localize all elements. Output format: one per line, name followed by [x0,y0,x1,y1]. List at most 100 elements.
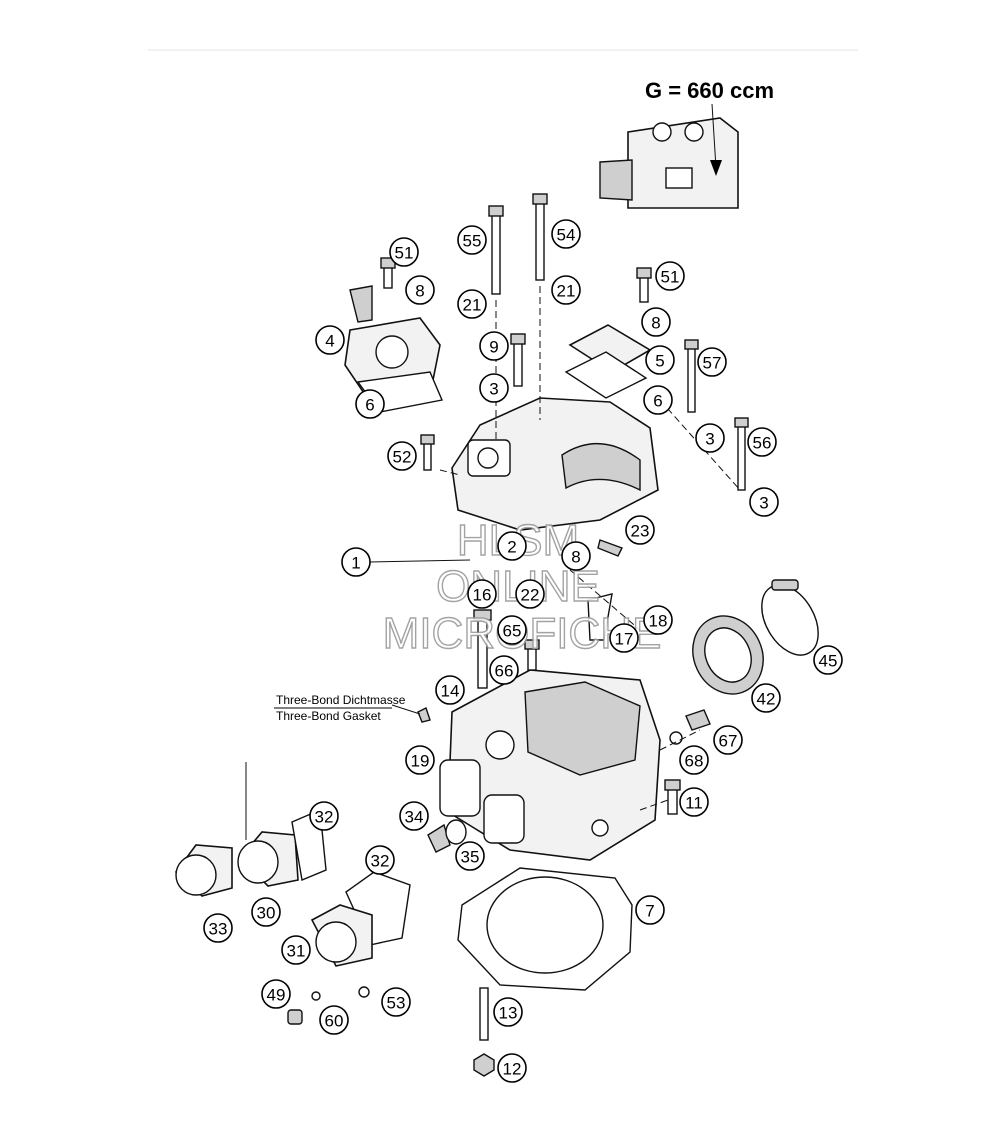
callout-c49: 49 [261,979,291,1009]
callout-circle [479,373,509,403]
callout-c3c: 3 [749,487,779,517]
callout-circle [641,307,671,337]
callout-c51b: 51 [655,261,685,291]
callout-c55: 55 [457,225,487,255]
callout-circle [489,655,519,685]
callout-number: 8 [415,282,424,301]
callout-c34: 34 [399,801,429,831]
camshaft-housing [451,397,659,531]
callout-circle [365,845,395,875]
callout-number: 5 [655,352,664,371]
callout-c11: 11 [679,787,709,817]
callout-c57: 57 [697,347,727,377]
callout-circle [405,745,435,775]
intake-boot [692,579,819,695]
callout-c3a: 3 [479,373,509,403]
callout-number: 19 [411,752,430,771]
callout-c8c: 8 [561,541,591,571]
callout-c6b: 6 [643,385,673,415]
variant-inset: G = 660 ccm [599,78,774,209]
callout-number: 42 [757,690,776,709]
callout-c53: 53 [381,987,411,1017]
callout-c66: 66 [489,655,519,685]
callout-number: 3 [759,494,768,513]
callout-circle [455,841,485,871]
callout-circle [497,531,527,561]
callout-c60: 60 [319,1005,349,1035]
callout-circle [643,605,673,635]
callout-c5: 5 [645,345,675,375]
callout-circle [341,547,371,577]
bolts [287,193,749,1077]
callout-number: 17 [615,630,634,649]
callout-circle [561,541,591,571]
callout-circle [679,787,709,817]
callout-number: 16 [473,586,492,605]
callout-number: 12 [503,1060,522,1079]
callout-circle [713,725,743,755]
callout-number: 32 [371,852,390,871]
callout-circle [645,345,675,375]
callout-number: 33 [209,920,228,939]
callout-c21b: 21 [551,275,581,305]
callout-circle [747,427,777,457]
callout-c22: 22 [515,579,545,609]
callout-circle [251,897,281,927]
callout-circle [435,675,465,705]
callout-number: 31 [287,942,306,961]
callout-circle [315,325,345,355]
callout-c21a: 21 [457,289,487,319]
callout-number: 51 [395,244,414,263]
callout-number: 22 [521,586,540,605]
callout-number: 67 [719,732,738,751]
callout-number: 55 [463,232,482,251]
cylinder-head [439,669,661,861]
callout-number: 3 [705,430,714,449]
callout-number: 51 [661,268,680,287]
callout-c65: 65 [497,615,527,645]
callout-circle [643,385,673,415]
callout-circle [551,219,581,249]
callout-c6a: 6 [355,389,385,419]
callout-c32b: 32 [365,845,395,875]
callout-c18: 18 [643,605,673,635]
callout-number: 11 [685,794,703,813]
callout-c7: 7 [635,895,665,925]
callout-circle [625,515,655,545]
callout-c30: 30 [251,897,281,927]
callout-c42: 42 [751,683,781,713]
callout-number: 4 [325,332,334,351]
callout-circle [697,347,727,377]
callout-circle [813,645,843,675]
callout-circle [467,579,497,609]
callout-number: 45 [819,652,838,671]
callout-number: 6 [653,392,662,411]
callout-number: 52 [393,448,412,467]
callout-number: 8 [651,314,660,333]
callout-c51a: 51 [389,237,419,267]
callout-c31: 31 [281,935,311,965]
cover-plate [564,324,652,399]
callout-c33: 33 [203,913,233,943]
callout-c35: 35 [455,841,485,871]
callout-number: 21 [557,282,576,301]
callout-number: 57 [703,354,722,373]
callout-c16: 16 [467,579,497,609]
head-gasket [457,867,633,991]
callout-number: 3 [489,380,498,399]
callout-circle [679,745,709,775]
callout-circle [261,979,291,1009]
callout-circle [497,1053,527,1083]
callout-number: 14 [441,682,460,701]
callout-circle [405,275,435,305]
callout-c14: 14 [435,675,465,705]
callout-circle [609,623,639,653]
callout-number: 7 [645,902,654,921]
callout-circle [493,997,523,1027]
callout-c9: 9 [479,331,509,361]
callout-circle [387,441,417,471]
callout-number: 30 [257,904,276,923]
callout-circle [457,225,487,255]
